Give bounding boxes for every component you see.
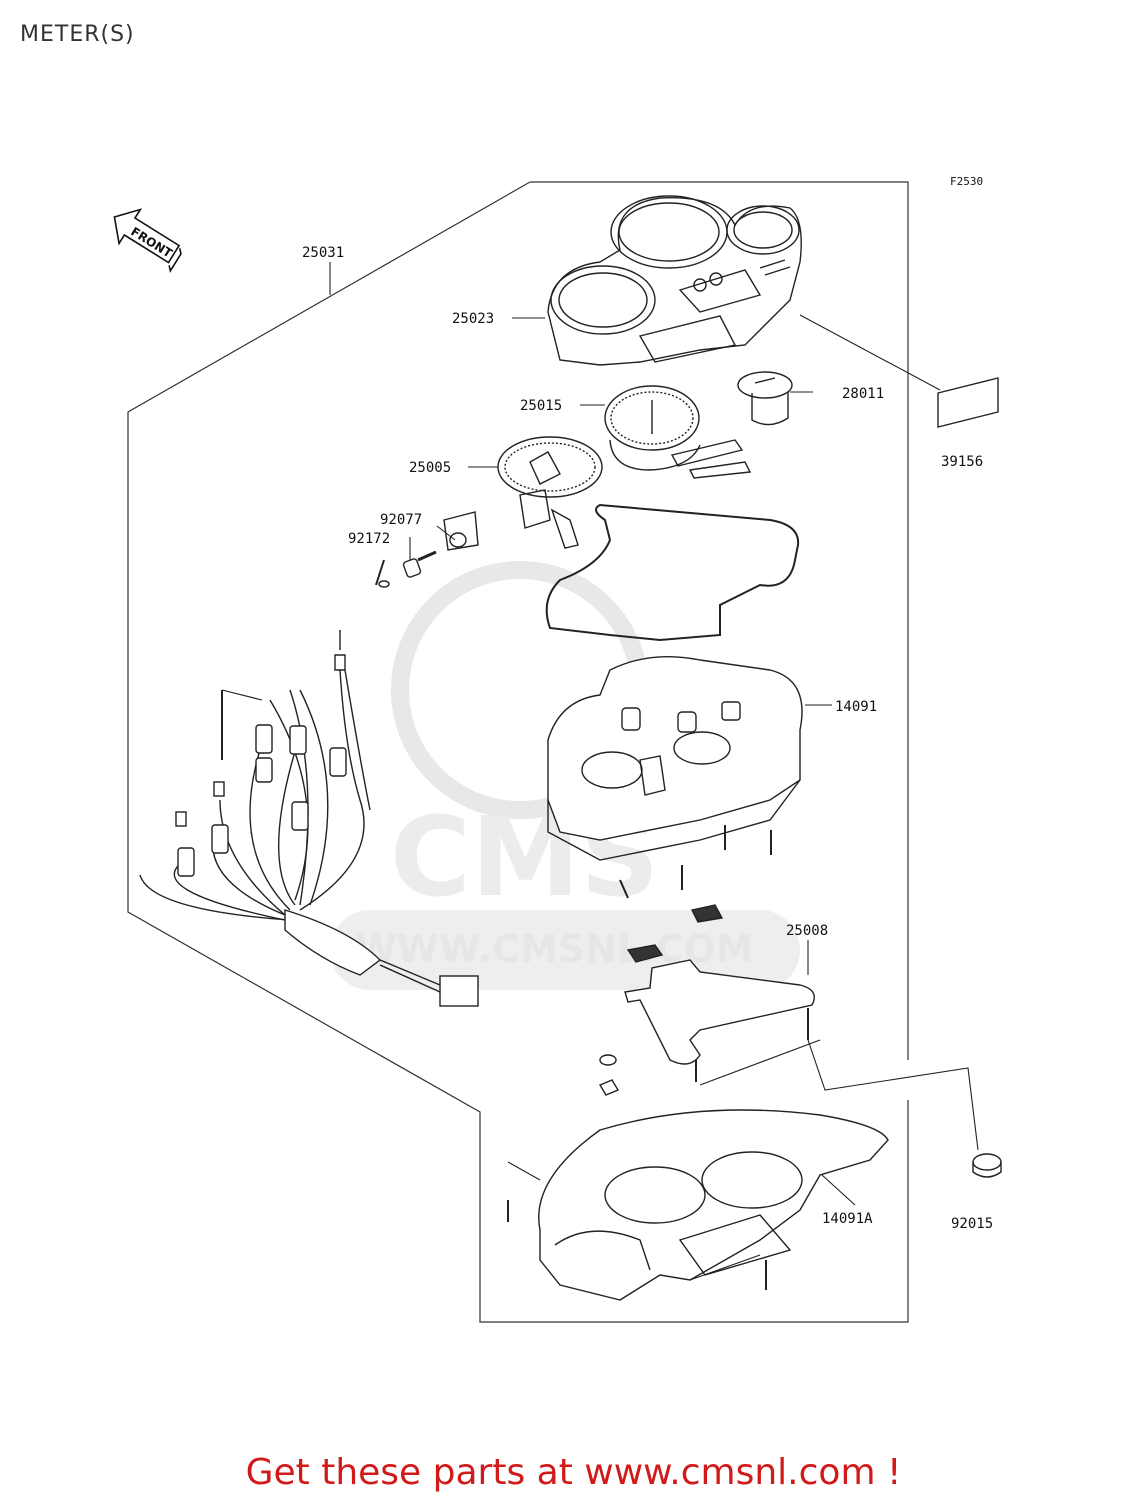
fuel-gauge [737,371,793,426]
part-label-25023: 25023 [452,311,494,327]
page-title: METER(S) [20,22,135,47]
meter-bracket [598,904,815,1096]
warning-label [937,377,999,428]
cover-screws [507,1200,767,1290]
part-labels: 25031 25023 25015 28011 39156 25005 9207… [302,245,993,1232]
bulb-socket [443,511,479,551]
tachometer-dial [497,436,603,549]
part-label-92077: 92077 [380,512,422,528]
part-label-25005: 25005 [409,460,451,476]
part-label-25008: 25008 [786,923,828,939]
part-label-14091A: 14091A [822,1211,873,1227]
gasket [545,503,800,642]
meter-cover [547,195,802,366]
grommet [972,1153,1002,1178]
part-label-25015: 25015 [520,398,562,414]
assembly-boundary [127,181,909,1323]
leader-lines [221,262,979,1281]
meter-case [547,656,803,861]
figure-code: F2530 [950,175,983,188]
wiring-harness [139,630,479,1007]
part-label-92015: 92015 [951,1216,993,1232]
case-screws [619,825,772,899]
speedometer-dial [604,385,752,479]
lower-cover [538,1109,889,1301]
bulb-92077 [402,550,437,578]
part-label-28011: 28011 [842,386,884,402]
part-label-39156: 39156 [941,454,983,470]
front-arrow-icon: FRONT [113,208,182,273]
part-label-14091: 14091 [835,699,877,715]
part-label-25031: 25031 [302,245,344,261]
part-label-92172: 92172 [348,531,390,547]
footer-cta-link[interactable]: Get these parts at www.cmsnl.com ! [245,1452,902,1493]
screw-92172 [375,559,390,588]
